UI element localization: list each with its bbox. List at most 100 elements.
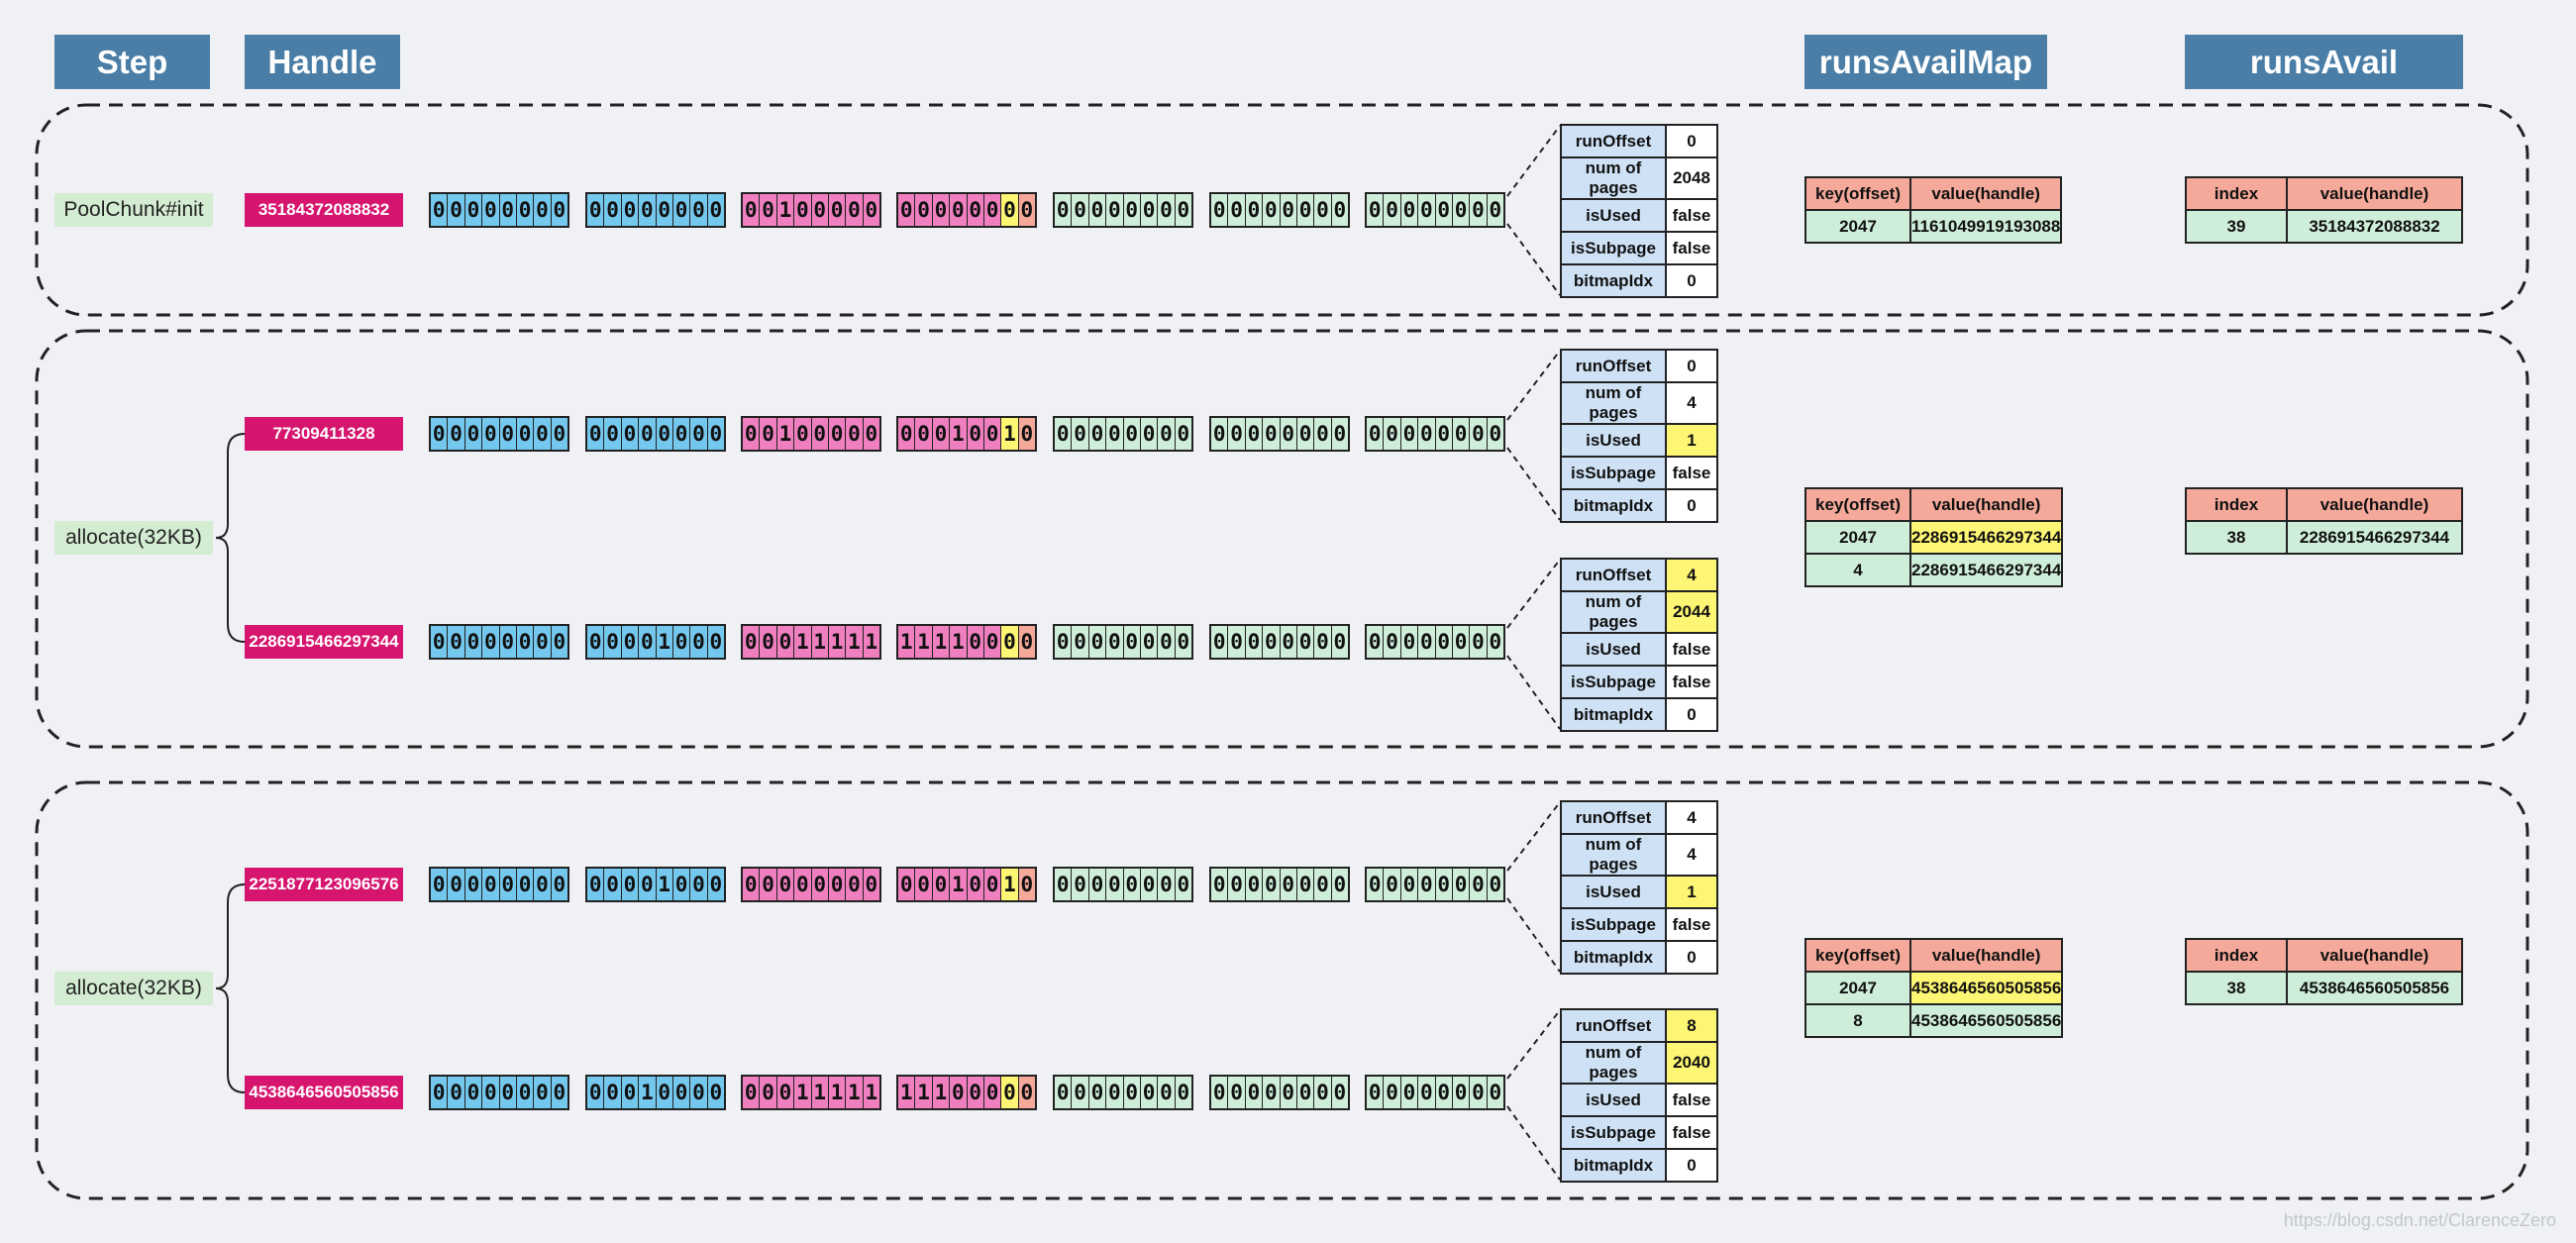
attr-value: 0 (1665, 940, 1718, 975)
bit-cell: 0 (1123, 626, 1141, 658)
attr-value: 1 (1665, 875, 1718, 909)
bit-cell: 0 (932, 869, 951, 900)
bit-cell: 0 (1452, 1077, 1471, 1108)
bit-cell: 0 (1280, 869, 1297, 900)
bit-cell: 0 (482, 418, 500, 450)
attr-label: isSubpage (1560, 231, 1667, 265)
bit-cell: 0 (672, 626, 691, 658)
avail-value: 2286915466297344 (2286, 520, 2463, 555)
attr-label: isUsed (1560, 198, 1667, 233)
bit-cell: 1 (915, 626, 933, 658)
bit-cell: 0 (534, 194, 552, 226)
bit-cell: 0 (915, 869, 933, 900)
attr-value: 0 (1665, 263, 1718, 298)
bit-cell: 0 (846, 194, 864, 226)
bit-cell: 0 (604, 194, 622, 226)
bit-cell: 0 (760, 194, 777, 226)
attr-value: 2048 (1665, 156, 1718, 200)
bit-cell: 0 (464, 1077, 483, 1108)
bit-cell: 1 (639, 1077, 657, 1108)
bit-cell: 0 (898, 869, 916, 900)
bit-cell: 1 (898, 1077, 916, 1108)
bit-cell: 0 (1331, 418, 1348, 450)
bit-cell: 1 (863, 1077, 879, 1108)
bit-cell: 0 (516, 626, 535, 658)
bit-cell: 0 (1470, 418, 1488, 450)
bit-cell: 1 (828, 1077, 847, 1108)
bit-cell: 0 (1018, 626, 1035, 658)
bit-cell: 0 (1314, 194, 1332, 226)
bit-cell: 0 (516, 418, 535, 450)
bit-cell: 0 (1140, 626, 1159, 658)
bit-cell: 0 (950, 194, 968, 226)
attr-label: num of pages (1560, 1041, 1667, 1085)
step-header: Step (54, 35, 210, 89)
avail-index: 38 (2185, 520, 2288, 555)
bit-cell: 0 (1072, 869, 1089, 900)
bit-cell: 0 (534, 626, 552, 658)
bit-cell: 0 (1263, 626, 1281, 658)
bit-cell: 1 (794, 1077, 812, 1108)
bit-cell: 0 (776, 1077, 795, 1108)
bit-cell: 0 (1228, 194, 1246, 226)
bit-cell: 0 (448, 194, 465, 226)
bit-cell: 0 (1280, 1077, 1297, 1108)
bit-cell: 0 (898, 194, 916, 226)
map-key: 4 (1804, 553, 1911, 587)
fan-line-bottom (1506, 655, 1561, 730)
bit-cell: 0 (1088, 869, 1107, 900)
bit-cell: 0 (639, 418, 657, 450)
bit-cell: 0 (690, 1077, 708, 1108)
bit-cell: 0 (464, 418, 483, 450)
bit-cell: 0 (1452, 194, 1471, 226)
bit-cell: 1 (811, 1077, 829, 1108)
bit-cell: 0 (760, 869, 777, 900)
attr-value: false (1665, 456, 1718, 490)
bit-cell: 0 (1331, 626, 1348, 658)
bit-cell: 0 (932, 418, 951, 450)
attr-value: 2040 (1665, 1041, 1718, 1085)
fan-line-bottom (1506, 447, 1561, 521)
bit-cell: 1 (776, 194, 795, 226)
bit-cell: 0 (1487, 418, 1503, 450)
bit-cell: 0 (1001, 1077, 1019, 1108)
bit-cell: 0 (604, 869, 622, 900)
bit-cell: 0 (1331, 1077, 1348, 1108)
bit-cell: 0 (828, 869, 847, 900)
bit-cell: 0 (707, 869, 724, 900)
attr-value: false (1665, 198, 1718, 233)
bit-cell: 0 (983, 418, 1002, 450)
brace-connector (215, 883, 246, 1093)
bit-cell: 0 (431, 1077, 449, 1108)
fan-line-top (1506, 559, 1561, 629)
bit-cell: 0 (1245, 418, 1264, 450)
bit-cell: 0 (551, 1077, 567, 1108)
bit-cell: 0 (1418, 194, 1436, 226)
bit-cell: 0 (1175, 418, 1191, 450)
attr-value: false (1665, 632, 1718, 667)
attr-value: 4 (1665, 558, 1718, 592)
bit-cell: 0 (1314, 1077, 1332, 1108)
section-border (35, 780, 2529, 1200)
bit-cell: 0 (621, 418, 640, 450)
attr-label: bitmapIdx (1560, 488, 1667, 523)
bit-cell: 0 (863, 194, 879, 226)
bit-cell: 0 (743, 194, 761, 226)
attr-value: false (1665, 231, 1718, 265)
